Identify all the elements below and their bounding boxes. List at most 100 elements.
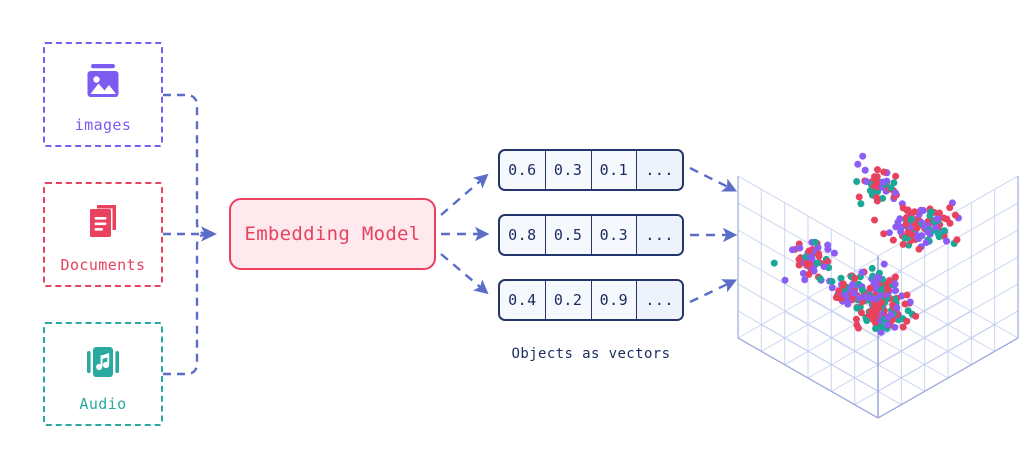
vector-point <box>801 276 809 284</box>
music-note-icon <box>76 335 130 389</box>
vector-point <box>907 231 915 239</box>
vector-point <box>866 284 874 292</box>
vector-point <box>862 178 870 185</box>
vector-point <box>853 321 861 329</box>
vector-cell: 0.5 <box>546 216 592 254</box>
vector-point <box>811 238 819 246</box>
vector-point <box>781 276 789 284</box>
vector-point <box>897 228 905 236</box>
vector-row[interactable]: 0.8 0.5 0.3 ... <box>498 214 684 256</box>
vector-point <box>857 200 865 208</box>
vector-point <box>852 315 860 323</box>
vector-point <box>892 223 900 231</box>
vector-point <box>869 306 877 314</box>
vector-point <box>890 179 898 187</box>
vector-point <box>878 298 886 306</box>
vector-point <box>855 193 863 201</box>
vector-cell: 0.3 <box>592 216 638 254</box>
vector-point <box>884 286 892 293</box>
vector-point <box>805 270 813 278</box>
vector-point <box>901 300 909 308</box>
vector-point <box>795 255 803 263</box>
vector-point <box>854 160 862 168</box>
vector-point <box>884 313 892 321</box>
vector-point <box>902 220 910 228</box>
source-box-images[interactable]: images <box>43 42 163 147</box>
vector-point <box>915 245 923 253</box>
vector-point <box>876 291 884 299</box>
vector-point <box>907 215 915 223</box>
connector-model-to-vector-0 <box>440 173 489 216</box>
vector-point <box>903 317 911 325</box>
vector-point <box>824 258 832 266</box>
vector-point <box>951 211 959 219</box>
source-to-model-connectors <box>163 93 217 376</box>
vector-point <box>807 253 815 261</box>
vector-point <box>924 228 932 236</box>
vector-point <box>933 215 941 223</box>
vector-row[interactable]: 0.6 0.3 0.1 ... <box>498 149 684 191</box>
source-label-audio: Audio <box>79 395 127 413</box>
vector-point <box>879 178 887 186</box>
embedding-model-label: Embedding Model <box>244 223 421 245</box>
vector-point <box>920 222 928 230</box>
vector-point <box>903 291 911 299</box>
vector-point <box>899 204 907 212</box>
vectors-to-space-connectors <box>689 166 738 304</box>
vector-point <box>885 229 893 237</box>
vector-point <box>867 294 875 302</box>
vector-point <box>879 194 887 202</box>
documents-icon <box>76 196 130 250</box>
vector-point <box>891 280 899 288</box>
vector-point <box>872 325 880 333</box>
vector-point <box>868 264 876 272</box>
vector-point <box>851 274 859 282</box>
vector-point <box>858 268 866 276</box>
vector-cell: 0.8 <box>500 216 546 254</box>
vector-point <box>830 249 838 257</box>
vector-point <box>918 232 926 240</box>
vector-point <box>917 206 925 214</box>
vector-point <box>813 259 821 267</box>
vector-point <box>877 328 885 336</box>
vector-point <box>799 269 807 277</box>
embedding-model-box[interactable]: Embedding Model <box>229 198 436 270</box>
vector-point <box>870 300 878 308</box>
vector-point <box>891 323 899 331</box>
vector-point <box>835 287 843 295</box>
vector-point <box>802 253 810 261</box>
vector-point <box>828 284 836 292</box>
vector-point <box>836 294 844 302</box>
source-box-audio[interactable]: Audio <box>43 322 163 426</box>
vector-point <box>872 174 880 182</box>
vector-point <box>899 240 907 248</box>
vector-point <box>820 263 828 271</box>
cube-points <box>770 152 962 336</box>
vector-point <box>867 312 875 320</box>
vector-point <box>788 246 796 254</box>
vector-point <box>839 282 847 289</box>
vector-cell-ellipsis: ... <box>637 281 682 319</box>
vector-point <box>795 261 803 269</box>
vector-point <box>796 244 804 252</box>
vector-point <box>911 208 919 216</box>
source-label-images: images <box>74 115 132 134</box>
vector-point <box>875 304 883 312</box>
source-box-documents[interactable]: Documents <box>43 182 163 287</box>
vector-point <box>891 273 899 281</box>
vector-point <box>841 291 849 299</box>
vector-point <box>815 252 823 260</box>
vector-point <box>853 304 861 312</box>
vector-point <box>837 274 845 282</box>
vector-row[interactable]: 0.4 0.2 0.9 ... <box>498 279 684 321</box>
vector-point <box>848 282 856 290</box>
vector-point <box>953 236 961 244</box>
vector-point <box>877 322 885 330</box>
vector-point <box>859 152 867 160</box>
image-icon <box>76 56 130 110</box>
vector-point <box>805 247 813 255</box>
vector-cell: 0.9 <box>592 281 638 319</box>
